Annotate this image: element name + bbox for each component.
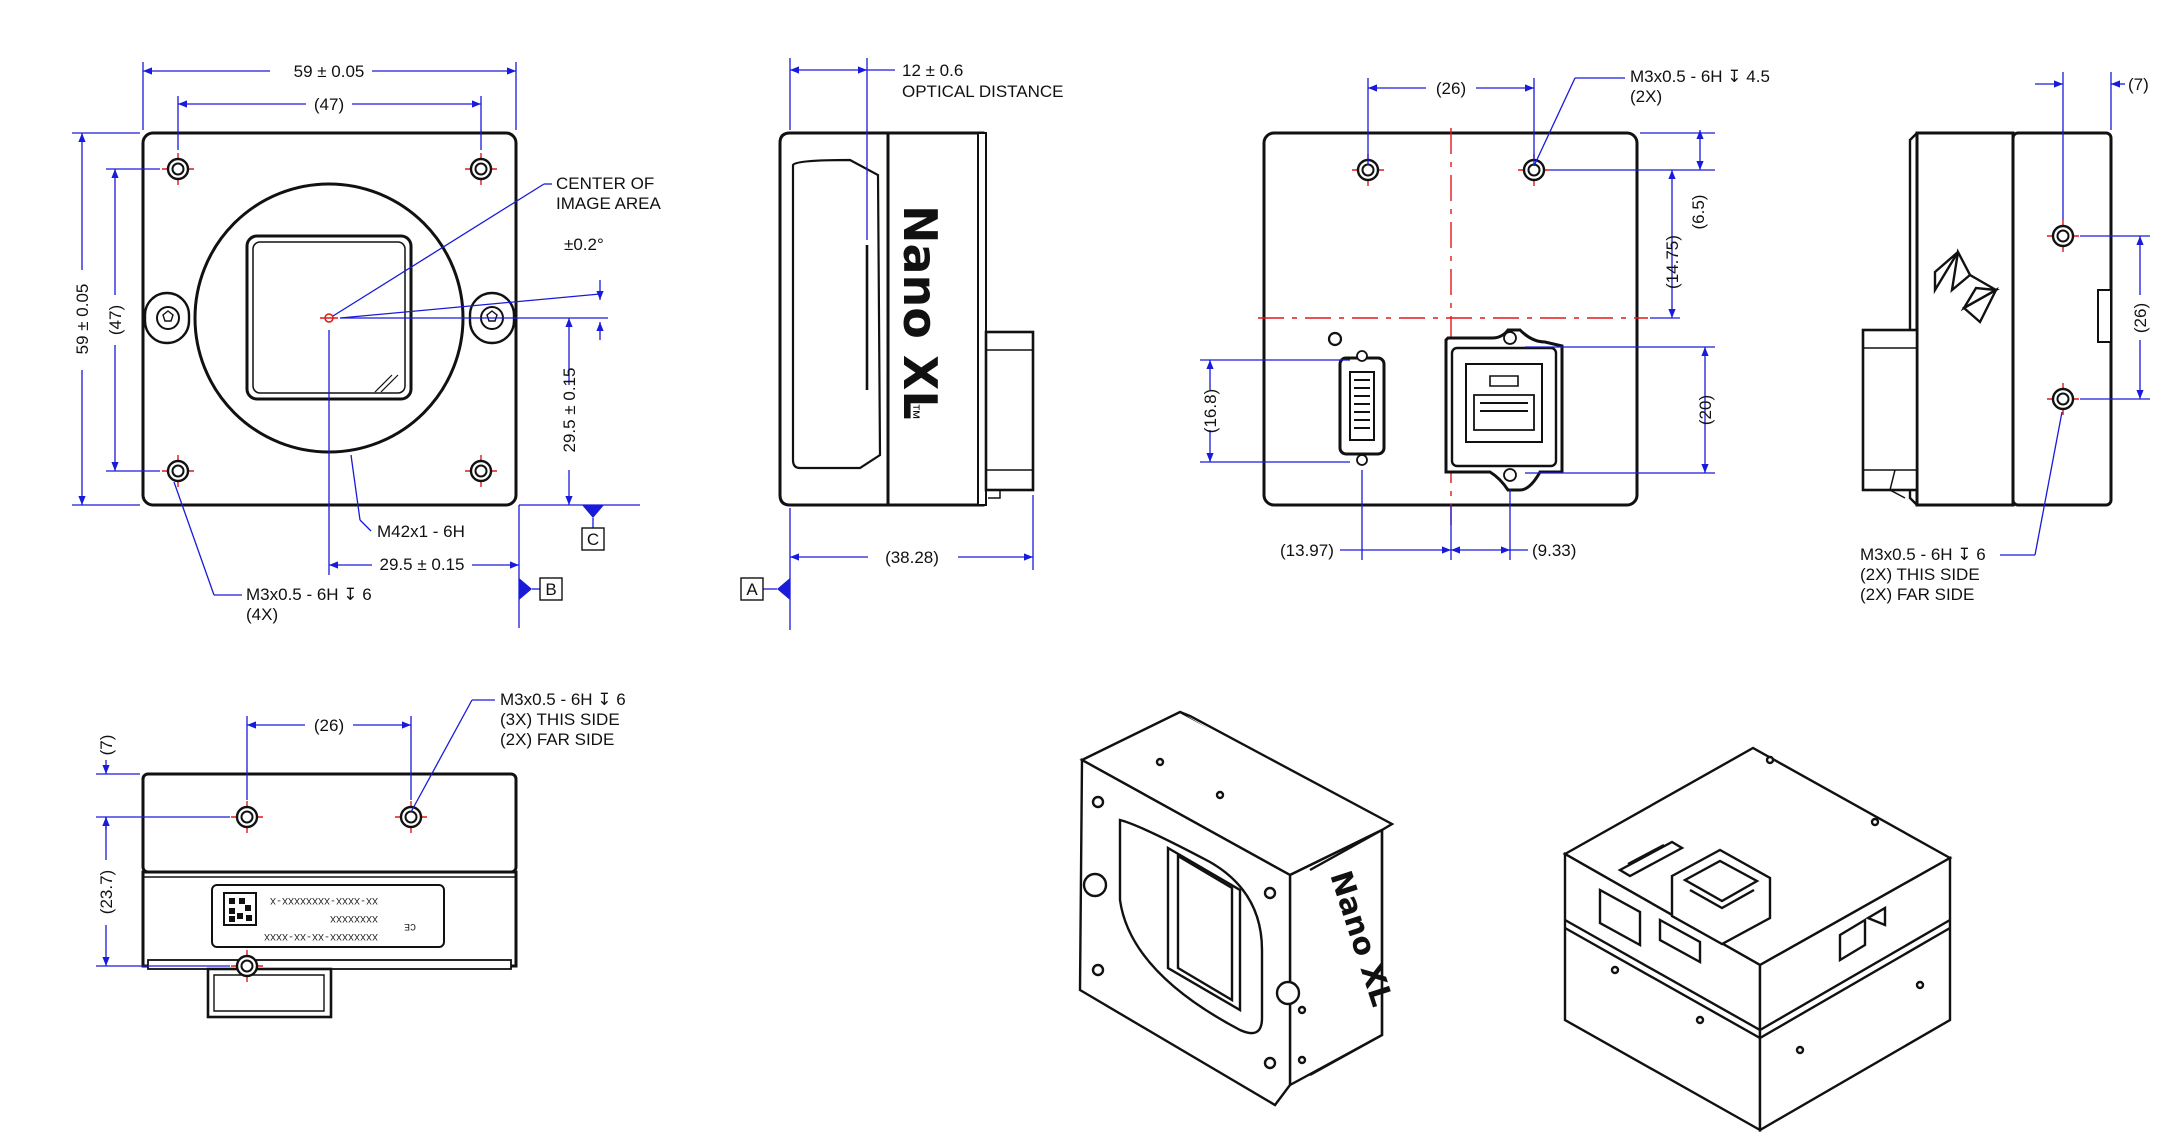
right-hole-spacing-label: (26): [2131, 303, 2150, 333]
manufacturer-logo-icon: [1933, 248, 2000, 324]
datamatrix-icon: [223, 892, 257, 926]
bottom-top-offset-label: (7): [97, 735, 116, 756]
right-hole-note-line1: M3x0.5 - 6H ↧ 6: [1860, 545, 1986, 564]
front-height-label: 59 ± 0.05: [73, 284, 92, 355]
front-width-label: 59 ± 0.05: [294, 62, 365, 81]
angle-tolerance-label: ±0.2°: [564, 235, 604, 254]
svg-text:A: A: [746, 580, 758, 599]
ethernet-port-icon: [1444, 328, 1564, 492]
right-side-housing: [1915, 131, 2015, 507]
locking-screw-left-icon: [143, 291, 191, 345]
bottom-hole-note-line1: M3x0.5 - 6H ↧ 6: [500, 690, 626, 709]
label-line2: XXXXXXXX: [330, 912, 378, 923]
iso-ethernet-port-icon: [1670, 848, 1772, 946]
bottom-mount-section: [141, 772, 518, 874]
datum-b: B: [519, 577, 563, 601]
rear-left-offset-label: (13.97): [1280, 541, 1334, 560]
svg-text:B: B: [545, 580, 556, 599]
center-offset-label: 29.5 ± 0.15: [380, 555, 465, 574]
isometric-front-view: Nano XL: [1078, 710, 1399, 1107]
rear-hole-note-line2: (2X): [1630, 87, 1662, 106]
bottom-hole-note-line3: (2X) FAR SIDE: [500, 730, 614, 749]
io-connector-icon: [1338, 350, 1386, 466]
front-view: 59 ± 0.05 (47) 59 ± 0.05 (47) CENTER OF …: [72, 60, 662, 628]
center-note-line1: CENTER OF: [556, 174, 654, 193]
optical-distance-label: OPTICAL DISTANCE: [902, 82, 1064, 101]
ce-mark-icon: CE: [404, 920, 416, 931]
bottom-hole-note-line2: (3X) THIS SIDE: [500, 710, 620, 729]
rear-right-offset-label: (9.33): [1532, 541, 1576, 560]
right-side-view: (7) (26) M3x0.5 - 6H ↧ 6 (2X) THIS SIDE …: [1860, 72, 2150, 604]
right-side-mount: [2011, 131, 2113, 507]
io-connector-height-label: (16.8): [1201, 389, 1220, 433]
side-connector: [984, 330, 1035, 492]
label-line3: XX-XXXX-XXXXXXXX-X: [270, 894, 378, 905]
svg-text:C: C: [587, 530, 599, 549]
brand-logo: Nano XL ™: [893, 205, 947, 420]
svg-text:Nano XL: Nano XL: [893, 205, 947, 420]
right-side-connector: [1861, 328, 1919, 492]
bottom-view: XXXXXXXX-XX-XX-XXXX XXXXXXXX XX-XXXX-XXX…: [96, 690, 626, 1019]
side-depth-label: (38.28): [885, 548, 939, 567]
side-view: Nano XL ™ 12 ± 0.6 OPTICAL DISTANCE (38.…: [740, 58, 1064, 630]
product-label: XXXXXXXX-XX-XX-XXXX XXXXXXXX XX-XXXX-XXX…: [211, 884, 445, 948]
camera-housing: [886, 131, 985, 507]
svg-text:™: ™: [904, 403, 923, 420]
lens-thread-label: M42x1 - 6H: [377, 522, 465, 541]
front-hole-note-line1: M3x0.5 - 6H ↧ 6: [246, 585, 372, 604]
front-dimensions: [72, 62, 640, 628]
center-height-label: 29.5 ± 0.15: [560, 368, 579, 453]
front-hole-spacing-label: (47): [314, 95, 344, 114]
rear-hole-spacing-label: (26): [1436, 79, 1466, 98]
right-hole-note-line3: (2X) FAR SIDE: [1860, 585, 1974, 604]
isometric-rear-view: [1562, 746, 1953, 1133]
front-vertical-spacing-label: (47): [106, 305, 125, 335]
right-top-offset-label: (7): [2128, 75, 2149, 94]
bottom-hole-spacing-label: (26): [314, 716, 344, 735]
front-hole-note-line2: (4X): [246, 605, 278, 624]
rj45-height-label: (20): [1696, 395, 1715, 425]
rear-top-offset-label: (6.5): [1689, 195, 1708, 230]
rear-hole-note-line1: M3x0.5 - 6H ↧ 4.5: [1630, 67, 1770, 86]
right-hole-note-line2: (2X) THIS SIDE: [1860, 565, 1980, 584]
label-line1: XXXXXXXX-XX-XX-XXXX: [264, 930, 378, 941]
optical-distance-value: 12 ± 0.6: [902, 61, 963, 80]
iso-io-connector-icon: [1617, 840, 1685, 878]
datum-a: A: [740, 577, 790, 601]
center-note-line2: IMAGE AREA: [556, 194, 662, 213]
lens-mount-body: [778, 131, 890, 507]
rear-center-offset-label: (14.75): [1663, 235, 1682, 289]
rear-view: (26) M3x0.5 - 6H ↧ 4.5 (2X) (6.5) (14.75…: [1200, 67, 1770, 560]
datum-c: C: [581, 505, 605, 551]
bottom-connector: [206, 967, 333, 1019]
bottom-height-label: (23.7): [97, 870, 116, 914]
